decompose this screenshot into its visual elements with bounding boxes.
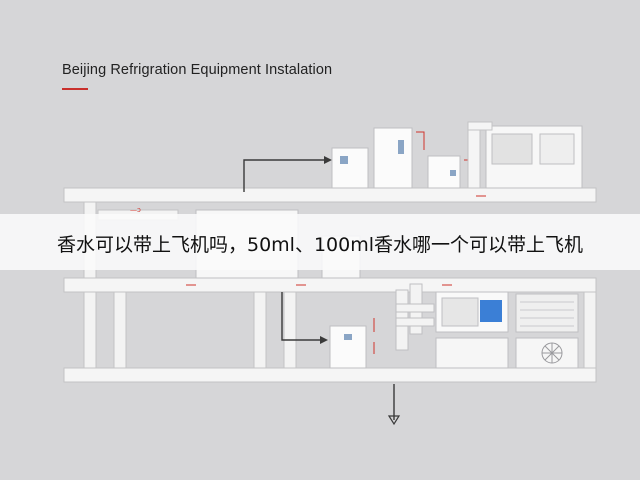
support-post [583,289,597,371]
title-underline [62,88,88,90]
page-title: Beijing Refrigration Equipment Instalati… [62,62,333,78]
arrow-head-icon [324,156,332,164]
control-cabinet [331,147,369,189]
pump-label [344,334,352,340]
upper-pipe [63,187,597,203]
overhead-pipe [467,123,481,189]
arrow-head-icon [320,336,328,344]
compressor-tower [373,127,413,189]
return-line [281,292,320,341]
circulation-pump [329,325,367,369]
chiller-panel [539,133,575,165]
branch-pipe [395,317,435,327]
caption-banner [0,214,640,270]
down-arrow-icon [387,415,401,426]
chiller-window [491,133,533,165]
hmi-screen [480,300,502,322]
support-post [113,291,127,371]
flow-label: —ↄ [130,206,141,214]
middle-pipe [63,277,597,293]
branch-pipe [395,303,435,313]
support-post [253,291,267,371]
indicator [450,170,456,176]
fan-icon [541,342,563,364]
lower-pipe [63,367,597,383]
indicator [340,156,348,164]
caption-text: 香水可以带上飞机吗，50ml、100ml香水哪一个可以带上飞机 [56,234,584,256]
switch-bank [435,337,509,369]
indicator [398,140,404,154]
support-post [283,291,297,371]
hmi-frame [441,297,479,327]
overhead-pipe [467,121,493,131]
coolant-loop [416,131,425,150]
supply-line [243,159,324,192]
